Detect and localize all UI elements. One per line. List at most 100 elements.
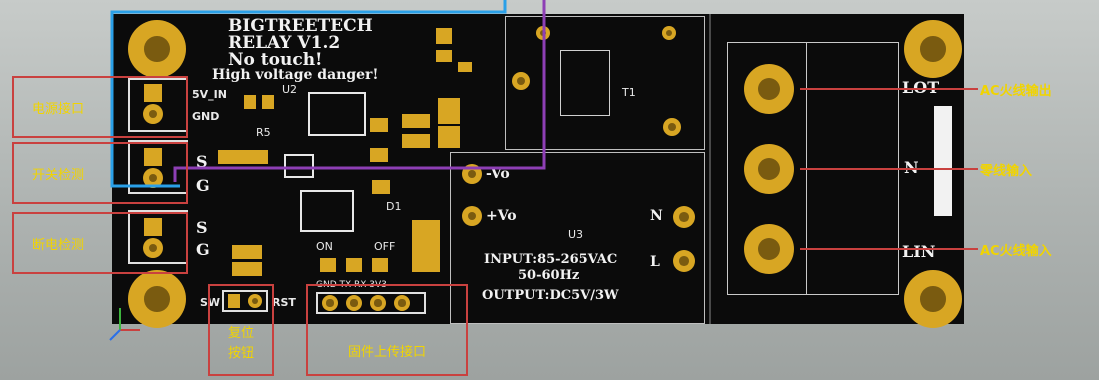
via-right-top xyxy=(662,26,676,40)
chip-small xyxy=(284,154,314,178)
via-left-1 xyxy=(512,72,530,90)
hv-separator xyxy=(709,14,711,324)
annotation-box-switch xyxy=(12,142,188,204)
smd-pad xyxy=(218,150,268,164)
t1-label: T1 xyxy=(622,86,636,99)
smd-pad xyxy=(232,245,262,259)
smd-pad xyxy=(438,98,460,124)
uart-header xyxy=(316,292,426,314)
board-title-line1: BIGTREETECH xyxy=(228,16,373,36)
smd-pad xyxy=(458,62,472,72)
annotation-reset-line2: 按钮 xyxy=(227,345,254,361)
r5-label: R5 xyxy=(256,126,271,139)
terminal-n-label: N xyxy=(904,158,919,177)
switch-s-label: S xyxy=(196,152,208,171)
annotation-box-uart xyxy=(306,284,468,376)
annotation-ac-live-output: AC火线输出 xyxy=(980,84,1052,99)
psu-pad-plus-vo xyxy=(462,206,482,226)
uart-pin xyxy=(394,295,410,311)
smd-pad xyxy=(232,262,262,276)
annotation-power-interface: 电源接口 xyxy=(31,101,84,117)
terminal-lin-label: LIN xyxy=(902,242,936,261)
terminal-lot-label: LOT xyxy=(902,78,940,97)
off-label: OFF xyxy=(374,240,396,253)
smd-pad xyxy=(402,114,430,128)
psu-pad-l xyxy=(673,250,695,272)
psu-pad-n xyxy=(673,206,695,228)
uart-pin xyxy=(370,295,386,311)
relay-sticker xyxy=(934,106,952,216)
smd-pad xyxy=(370,118,388,132)
on-label: ON xyxy=(316,240,333,253)
mounting-hole-bottom-right xyxy=(904,270,962,328)
chip-u3 xyxy=(300,190,354,232)
connector-pin xyxy=(144,148,162,166)
smd-pad xyxy=(372,258,388,272)
powerloss-s-label: S xyxy=(196,218,208,237)
u2-label: U2 xyxy=(282,83,298,96)
switch-g-label: G xyxy=(196,176,210,195)
board-title-line3: No touch! xyxy=(228,50,323,70)
5v-in-label: 5V_IN xyxy=(192,88,227,101)
psu-output-spec: OUTPUT:DC5V/3W xyxy=(482,288,619,303)
smd-pad xyxy=(244,95,256,109)
connector-pin xyxy=(144,84,162,102)
annotation-switch-detect: 开关检测 xyxy=(31,167,84,183)
annotation-ac-live-input: AC火线输入 xyxy=(980,244,1052,259)
minus-vo-label: -Vo xyxy=(486,166,510,182)
smd-pad xyxy=(402,134,430,148)
axis-z xyxy=(109,329,121,341)
psu-module-outline xyxy=(450,152,705,324)
smd-pad xyxy=(370,148,388,162)
uart-pin xyxy=(322,295,338,311)
annotation-box-reset xyxy=(208,284,274,376)
terminal-pad-lot xyxy=(744,64,794,114)
annotation-neutral-input: 零线输入 xyxy=(980,164,1033,179)
annotation-reset-line1: 复位 xyxy=(227,325,254,341)
mounting-hole-top-right xyxy=(904,20,962,78)
uart-pin xyxy=(346,295,362,311)
reset-pin xyxy=(248,294,262,308)
sw-label: SW xyxy=(200,296,221,309)
gnd-label: GND xyxy=(192,110,220,123)
psu-input-spec: INPUT:85-265VAC xyxy=(484,252,618,267)
plus-vo-label: +Vo xyxy=(486,208,517,224)
psu-l-label: L xyxy=(650,254,660,270)
blue-trace xyxy=(110,0,507,188)
annotation-box-powerloss xyxy=(12,212,188,274)
smd-pad xyxy=(372,180,390,194)
psu-n-label: N xyxy=(650,208,663,224)
purple-trace xyxy=(173,0,546,182)
annotation-power-loss-detect: 断电检测 xyxy=(31,237,84,253)
smd-pad xyxy=(320,258,336,272)
smd-pad xyxy=(436,50,452,62)
chip-u2 xyxy=(308,92,366,136)
connector-pin xyxy=(143,168,163,188)
rst-label: RST xyxy=(272,296,296,309)
terminal-pad-n xyxy=(744,144,794,194)
board-title-line4: High voltage danger! xyxy=(212,67,379,83)
terminal-pad-lin xyxy=(744,224,794,274)
mounting-hole-bottom-left xyxy=(128,270,186,328)
smd-pad xyxy=(346,258,362,272)
connector-pin xyxy=(143,104,163,124)
via-transformer xyxy=(663,118,681,136)
board-title-line2: RELAY V1.2 xyxy=(228,33,341,53)
reset-pin xyxy=(228,294,240,308)
smd-pad xyxy=(262,95,274,109)
smd-pad xyxy=(436,28,452,44)
transformer-t1 xyxy=(560,50,610,116)
isolation-slot-1 xyxy=(505,16,705,150)
smd-pad xyxy=(438,126,460,148)
smd-pad xyxy=(412,220,440,272)
d1-label: D1 xyxy=(386,200,402,213)
powerloss-g-label: G xyxy=(196,240,210,259)
connector-pin xyxy=(144,218,162,236)
annotation-firmware-upload: 固件上传接口 xyxy=(347,344,426,360)
reset-header xyxy=(222,290,268,312)
annotation-box-power xyxy=(12,76,188,138)
mounting-hole-top-left xyxy=(128,20,186,78)
connector-pin xyxy=(143,238,163,258)
psu-u3-label: U3 xyxy=(568,228,584,241)
